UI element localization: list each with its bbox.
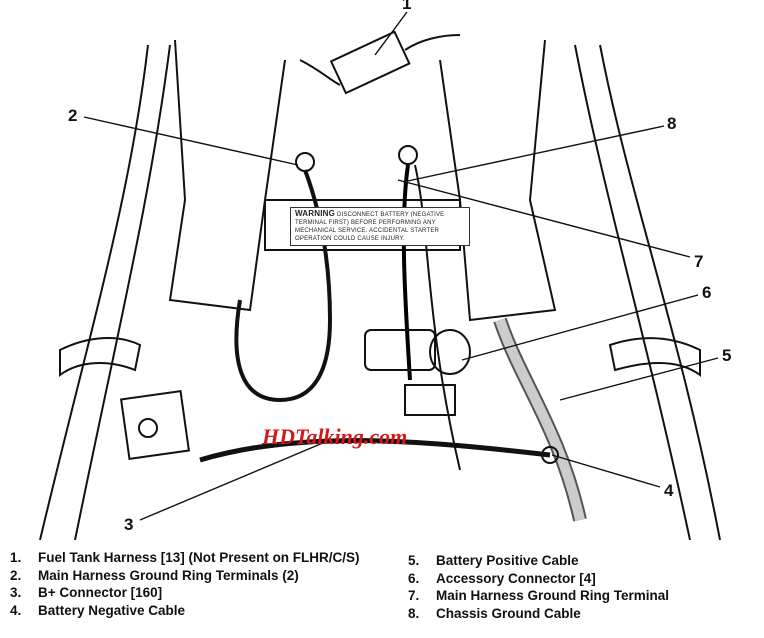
right-clamp (608, 337, 701, 377)
legend-right: 5. Battery Positive Cable 6. Accessory Con… (408, 552, 669, 622)
legend-num: 2. (10, 567, 22, 583)
legend-item: 8. Chassis Ground Cable (408, 605, 669, 623)
ground-ring-terminal (295, 152, 315, 172)
legend-item: 1. Fuel Tank Harness [13] (Not Present on… (10, 549, 360, 567)
battery-negative-terminal (541, 446, 559, 464)
warning-title: WARNING (295, 209, 336, 218)
right-frame-rail (599, 44, 721, 540)
warning-text: DISCONNECT BATTERY (NEGATIVE TERMINAL FI… (295, 212, 445, 242)
callout-7: 7 (694, 252, 704, 271)
callout-4: 4 (664, 481, 674, 500)
battery-tray (264, 199, 461, 251)
bolt-icon (138, 418, 158, 438)
line-drawing (39, 11, 721, 540)
warning-label: WARNING DISCONNECT BATTERY (NEGATIVE TER… (290, 207, 470, 246)
legend-label: Battery Positive Cable (436, 553, 579, 568)
legend-label: Fuel Tank Harness [13] (Not Present on F… (38, 550, 360, 565)
callout-2: 2 (68, 106, 78, 125)
right-panel (439, 39, 557, 322)
callout-1: 1 (402, 0, 412, 13)
legend-item: 6. Accessory Connector [4] (408, 570, 669, 588)
legend-item: 7. Main Harness Ground Ring Terminal (408, 587, 669, 605)
left-panel (168, 39, 286, 312)
left-frame-rail (39, 44, 149, 540)
b-plus-connector (404, 384, 456, 416)
legend-num: 1. (10, 550, 22, 565)
legend-label: Main Harness Ground Ring Terminals (2) (38, 567, 299, 583)
callout-6: 6 (702, 283, 712, 302)
legend-label: Chassis Ground Cable (436, 605, 581, 621)
chassis-ground-terminal (398, 145, 418, 165)
battery-negative-cable (199, 438, 551, 463)
legend-label: Main Harness Ground Ring Terminal (436, 588, 670, 603)
legend-left: 1. Fuel Tank Harness [13] (Not Present on… (10, 549, 360, 619)
fuel-tank-harness-connector (329, 30, 411, 95)
legend-item: 4. Battery Negative Cable (10, 602, 360, 620)
legend-num: 8. (408, 605, 420, 621)
legend-label: Battery Negative Cable (38, 602, 186, 618)
legend-num: 4. (10, 602, 22, 618)
watermark: HDTalking.com (262, 424, 408, 449)
left-clamp (59, 337, 142, 377)
callout-8: 8 (667, 114, 677, 133)
legend-num: 6. (408, 570, 420, 586)
legend-item: 2. Main Harness Ground Ring Terminals (2) (10, 567, 360, 585)
legend-num: 7. (408, 588, 420, 603)
legend-num: 5. (408, 553, 420, 568)
legend-item: 3. B+ Connector [160] (10, 584, 360, 602)
legend-label: B+ Connector [160] (38, 585, 163, 600)
legend-item: 5. Battery Positive Cable (408, 552, 669, 570)
callout-3: 3 (124, 515, 134, 534)
legend-num: 3. (10, 585, 22, 600)
accessory-connector (429, 329, 471, 375)
legend-label: Accessory Connector [4] (436, 570, 596, 586)
callout-5: 5 (722, 346, 732, 365)
